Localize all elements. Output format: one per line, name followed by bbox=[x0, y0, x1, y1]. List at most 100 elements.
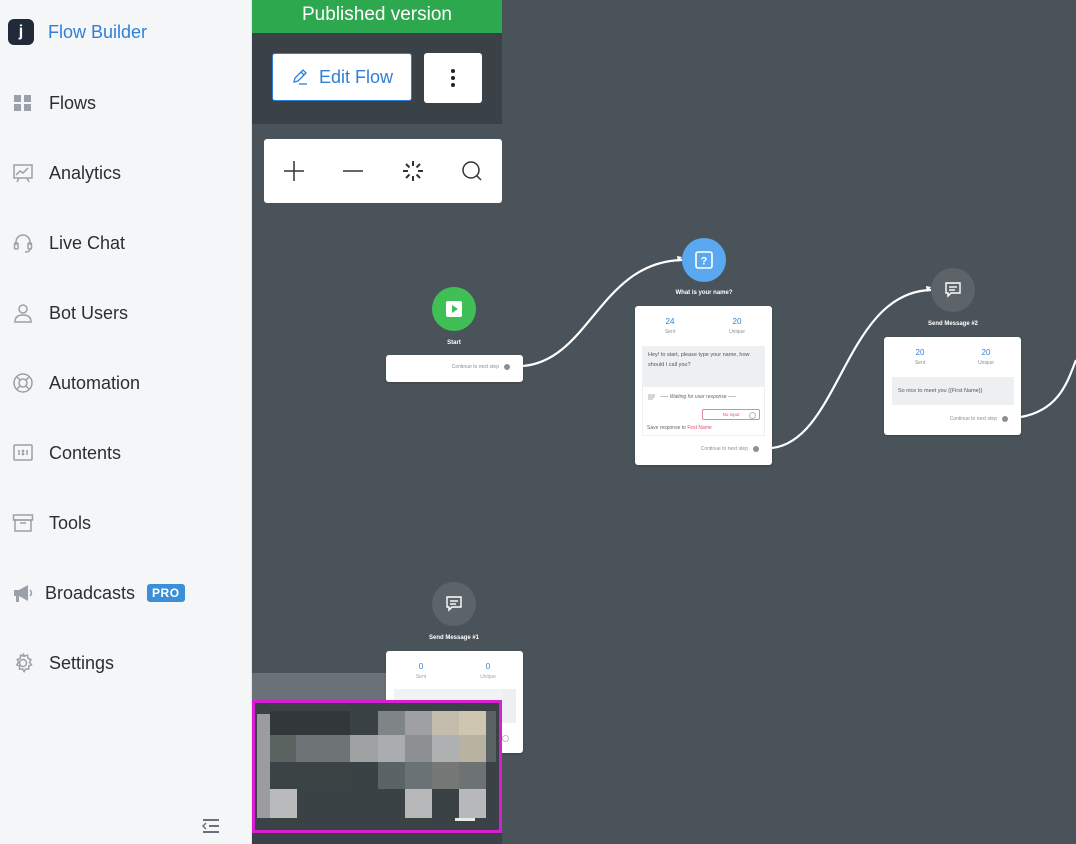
vertical-dots-icon bbox=[451, 69, 455, 87]
message-text: Hey! to start, please type your name, ho… bbox=[642, 346, 765, 386]
unique-value: 20 bbox=[732, 317, 742, 326]
connector-dot[interactable] bbox=[504, 364, 510, 370]
play-icon bbox=[446, 301, 462, 317]
sidebar-item-flows[interactable]: Flows bbox=[12, 85, 96, 121]
search-button[interactable] bbox=[456, 155, 488, 187]
grid-icon bbox=[12, 92, 34, 114]
more-options-button[interactable] bbox=[424, 53, 482, 103]
archive-box-icon bbox=[12, 512, 34, 534]
minimap-block bbox=[378, 711, 405, 735]
minimap-block bbox=[405, 711, 432, 735]
question-node-card[interactable]: 24 Sent 20 Unique Hey! to start, please … bbox=[635, 306, 772, 465]
minimap-block bbox=[405, 762, 432, 789]
brand-logo: j bbox=[8, 19, 34, 45]
analytics-board-icon bbox=[12, 162, 34, 184]
sidebar-item-contents[interactable]: Contents bbox=[12, 435, 121, 471]
waiting-for-response: ----- Waiting for user response ----- bbox=[660, 394, 737, 400]
sent-stat: 0 Sent bbox=[396, 662, 446, 680]
sent-label: Sent bbox=[664, 329, 676, 335]
pencil-icon bbox=[293, 69, 307, 85]
zoom-controls bbox=[264, 139, 502, 203]
minimap-block bbox=[432, 711, 459, 735]
minimap-block bbox=[459, 762, 486, 789]
sent-value: 24 bbox=[665, 317, 675, 326]
sent-value: 20 bbox=[915, 348, 925, 357]
user-input-block: ----- Waiting for user response ----- No… bbox=[642, 386, 765, 436]
sent-label: Sent bbox=[415, 674, 427, 680]
sidebar-item-tools[interactable]: Tools bbox=[12, 505, 91, 541]
no-input-option[interactable]: No input bbox=[702, 409, 760, 420]
brand-logo-letter: j bbox=[18, 23, 24, 40]
sidebar-item-label: Live Chat bbox=[49, 232, 126, 253]
connector-dot[interactable] bbox=[753, 446, 759, 452]
question-icon: ? bbox=[695, 251, 713, 269]
question-node-icon[interactable]: ? bbox=[682, 238, 726, 282]
gear-icon bbox=[12, 652, 34, 674]
continue-label: Continue to next step bbox=[700, 446, 748, 452]
minimap-block bbox=[350, 735, 378, 762]
start-node-card[interactable]: Continue to next step bbox=[386, 355, 523, 382]
save-response-prefix: Save response to bbox=[647, 425, 686, 431]
minimap[interactable] bbox=[252, 700, 502, 833]
continue-to-next-step[interactable]: Continue to next step bbox=[950, 416, 1008, 422]
minimap-block bbox=[459, 711, 486, 735]
no-input-dot[interactable] bbox=[749, 412, 756, 419]
sidebar-item-label: Flows bbox=[49, 92, 97, 113]
chat-bubble-icon bbox=[945, 282, 961, 298]
sidebar-item-automation[interactable]: Automation bbox=[12, 365, 140, 401]
continue-to-next-step[interactable]: Continue to next step bbox=[701, 446, 759, 452]
sidebar-item-label: Broadcasts bbox=[45, 582, 136, 603]
sidebar-item-label: Tools bbox=[49, 512, 92, 533]
zoom-out-button[interactable] bbox=[337, 155, 369, 187]
sidebar-item-label: Automation bbox=[49, 372, 141, 393]
sent-stat: 20 Sent bbox=[895, 348, 945, 366]
minimap-block bbox=[486, 711, 496, 762]
minimap-block bbox=[432, 762, 459, 789]
user-icon bbox=[12, 302, 34, 324]
connector-dot[interactable] bbox=[502, 735, 509, 742]
unique-label: Unique bbox=[729, 329, 745, 335]
sidebar-item-broadcasts[interactable]: Broadcasts PRO bbox=[12, 575, 185, 611]
send-message-1-node-icon[interactable] bbox=[432, 582, 476, 626]
continue-to-next-step[interactable]: Continue to next step bbox=[452, 364, 510, 370]
connector-dot[interactable] bbox=[1002, 416, 1008, 422]
no-input-label: No input bbox=[722, 412, 740, 417]
unique-stat: 20 Unique bbox=[712, 317, 762, 335]
minimap-scroll-indicator[interactable] bbox=[455, 818, 475, 821]
sidebar-item-bot-users[interactable]: Bot Users bbox=[12, 295, 128, 331]
start-node-title: Start bbox=[447, 340, 461, 346]
save-response: Save response to First Name bbox=[647, 425, 712, 431]
flow-toolbar: Edit Flow bbox=[252, 33, 502, 124]
sidebar-item-label: Contents bbox=[49, 442, 122, 463]
send-message-2-node-icon[interactable] bbox=[931, 268, 975, 312]
minimap-block bbox=[459, 789, 486, 818]
sent-value: 0 bbox=[418, 662, 424, 671]
brand[interactable]: j Flow Builder bbox=[8, 19, 147, 45]
send-message-2-card[interactable]: 20 Sent 20 Unique So nice to meet you {{… bbox=[884, 337, 1021, 435]
minimap-block bbox=[378, 735, 405, 762]
minus-icon bbox=[343, 170, 364, 172]
spinner-icon bbox=[402, 161, 423, 181]
unique-label: Unique bbox=[480, 674, 496, 680]
collapse-sidebar-icon[interactable] bbox=[201, 818, 221, 834]
question-node-title: What is your name? bbox=[675, 290, 733, 296]
minimap-block bbox=[270, 711, 350, 735]
minimap-block bbox=[405, 789, 432, 818]
plus-icon bbox=[283, 161, 304, 181]
sidebar-item-settings[interactable]: Settings bbox=[12, 645, 114, 681]
sidebar-item-analytics[interactable]: Analytics bbox=[12, 155, 121, 191]
zoom-in-button[interactable] bbox=[278, 155, 310, 187]
minimap-block bbox=[270, 762, 350, 789]
svg-text:?: ? bbox=[701, 256, 708, 268]
sent-label: Sent bbox=[914, 360, 926, 366]
contents-icon bbox=[12, 442, 34, 464]
edit-flow-button[interactable]: Edit Flow bbox=[272, 53, 412, 101]
edit-flow-label: Edit Flow bbox=[318, 66, 394, 87]
minimap-block bbox=[296, 735, 350, 762]
fit-view-button[interactable] bbox=[397, 155, 429, 187]
minimap-block bbox=[378, 762, 405, 789]
start-node-icon[interactable] bbox=[432, 287, 476, 331]
sidebar-item-live-chat[interactable]: Live Chat bbox=[12, 225, 125, 261]
sidebar: j Flow Builder Flows Analytics Live Chat… bbox=[0, 0, 252, 844]
